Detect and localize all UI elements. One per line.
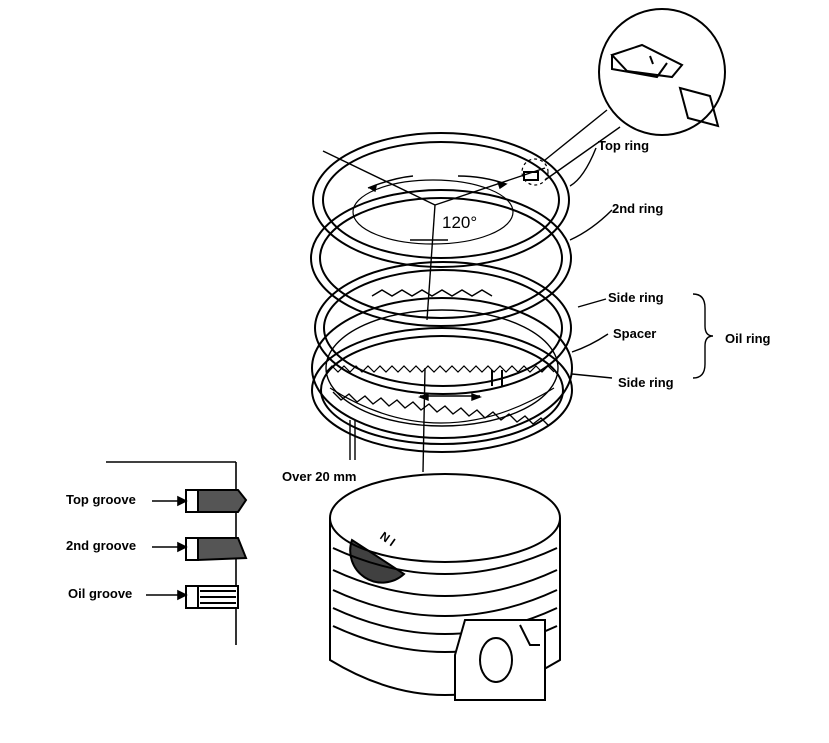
upper-side-ring-label: Side ring	[608, 290, 664, 305]
spacer-ring	[311, 289, 573, 439]
top-ring	[312, 132, 570, 268]
spacer-label: Spacer	[613, 326, 657, 341]
lower-side-ring	[311, 327, 573, 453]
oil-ring-label: Oil ring	[725, 331, 771, 346]
gap-distance-label: Over 20 mm	[282, 469, 357, 484]
piston	[329, 473, 561, 701]
top-groove-label: Top groove	[66, 492, 136, 507]
angle-label: 120°	[440, 213, 480, 233]
groove-arrows	[146, 495, 188, 601]
second-groove-label: 2nd groove	[66, 538, 137, 553]
upper-side-ring	[314, 261, 572, 395]
top-ring-label: Top ring	[598, 138, 650, 153]
second-ring-label: 2nd ring	[612, 201, 664, 216]
second-ring	[310, 189, 572, 327]
groove-cross-section	[106, 461, 248, 645]
oil-groove-label: Oil groove	[68, 586, 133, 601]
angle-reference-lines	[322, 150, 546, 473]
ring-end-magnifier	[521, 8, 726, 186]
ring-leader-lines	[569, 147, 714, 379]
gap-marker	[349, 420, 356, 460]
lower-side-ring-label: Side ring	[618, 375, 674, 390]
